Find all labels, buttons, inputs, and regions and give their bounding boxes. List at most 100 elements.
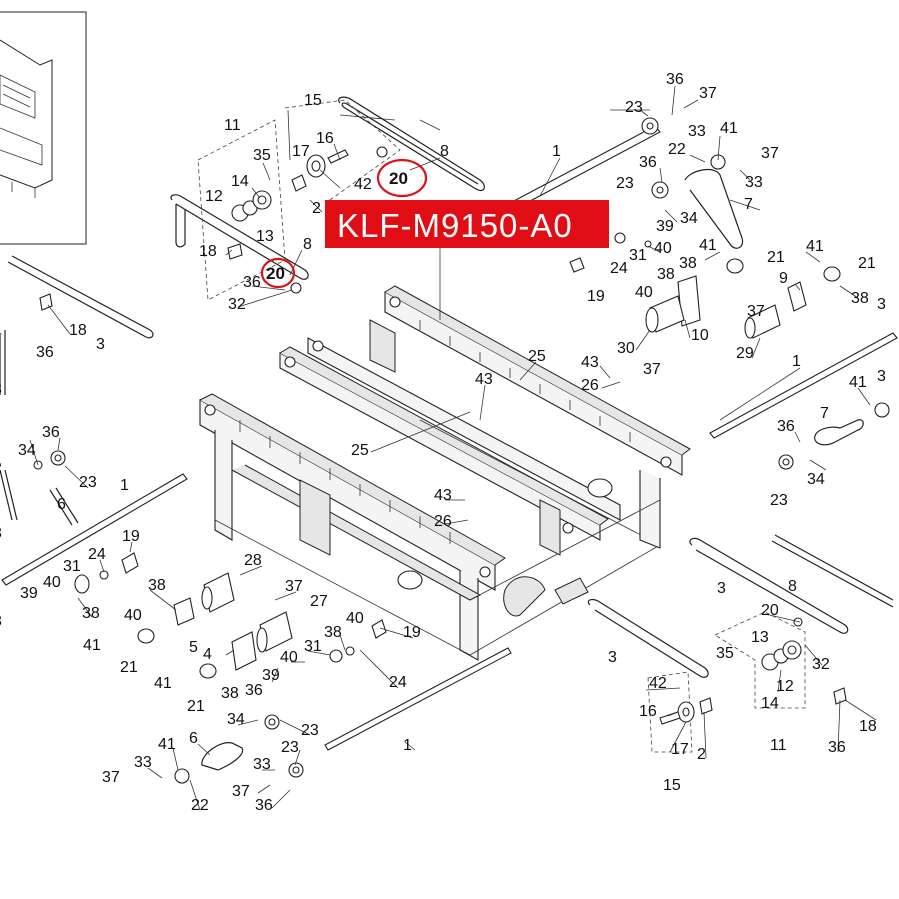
- callout-label: 5: [189, 639, 198, 656]
- callout-label: 38: [657, 266, 675, 283]
- callout-label: 3: [0, 613, 2, 630]
- callout-label: 7: [744, 196, 753, 213]
- callout-label: 18: [859, 718, 877, 735]
- callout-label: 23: [301, 722, 319, 739]
- callout-label: 33: [688, 123, 706, 140]
- callout-label: 24: [610, 260, 628, 277]
- belts: [0, 96, 894, 678]
- callout-label: 31: [304, 638, 322, 655]
- callout-label: 42: [354, 176, 372, 193]
- callout-label: 3: [877, 368, 886, 385]
- callout-label: 36: [777, 418, 795, 435]
- callout-label: 2: [697, 746, 706, 763]
- callout-label: 4: [0, 324, 2, 341]
- callout-label: 12: [205, 188, 223, 205]
- callout-label: 38: [851, 290, 869, 307]
- drive-group-mid-right: [778, 402, 890, 470]
- shafts: [1, 125, 898, 751]
- callout-label: 22: [191, 797, 209, 814]
- model-banner: KLF-M9150-A0: [325, 200, 609, 248]
- callout-label: 23: [770, 492, 788, 509]
- callout-label: 38: [679, 255, 697, 272]
- highlight-circle-upper: [376, 158, 428, 198]
- callout-label: 7: [820, 405, 829, 422]
- callout-label: 33: [134, 754, 152, 771]
- callout-label: 20: [761, 602, 779, 619]
- drive-group-upper-right: [569, 117, 841, 339]
- callout-label: 43: [434, 487, 452, 504]
- highlight-circle-lower: [260, 257, 296, 289]
- callout-label: 18: [199, 243, 217, 260]
- callout-label: 10: [691, 327, 709, 344]
- callout-label: 14: [231, 173, 249, 190]
- callout-label: 8: [788, 578, 797, 595]
- callout-label: 19: [403, 624, 421, 641]
- callout-label: 23: [79, 474, 97, 491]
- banner-text: KLF-M9150-A0: [337, 207, 573, 244]
- callout-label: 42: [649, 675, 667, 692]
- callout-label: 6: [189, 730, 198, 747]
- callout-label: 24: [88, 546, 106, 563]
- callout-label: 34: [227, 711, 245, 728]
- callout-label: 1: [792, 353, 801, 370]
- callout-label: 36: [245, 682, 263, 699]
- callout-label: 3: [717, 580, 726, 597]
- callout-label: 23: [625, 99, 643, 116]
- callout-label: 36: [42, 424, 60, 441]
- callout-label: 37: [747, 303, 765, 320]
- callout-label: 34: [680, 210, 698, 227]
- callout-label: 34: [807, 471, 825, 488]
- highlight-circles: 20 20: [260, 158, 428, 289]
- callout-label: 18: [69, 322, 87, 339]
- callout-label: 28: [244, 552, 262, 569]
- callout-label: 21: [767, 249, 785, 266]
- callout-label: 38: [324, 624, 342, 641]
- callout-label: 1: [552, 143, 561, 160]
- callout-label: 31: [629, 247, 647, 264]
- callout-label: 33: [745, 174, 763, 191]
- callout-label: 27: [310, 593, 328, 610]
- callout-label: 36: [255, 797, 273, 814]
- callout-label: 8: [440, 143, 449, 160]
- callout-label: 25: [528, 348, 546, 365]
- callout-label: 37: [643, 361, 661, 378]
- callout-label: 19: [122, 528, 140, 545]
- callout-label: 8: [303, 236, 312, 253]
- callout-label: 17: [671, 741, 689, 758]
- callout-label: 3: [608, 649, 617, 666]
- callout-label: 40: [654, 240, 672, 257]
- main-frame-assembly: [199, 285, 691, 661]
- callout-label: 35: [253, 147, 271, 164]
- callout-label: 2: [312, 200, 321, 217]
- callout-label: 6: [57, 496, 66, 513]
- callout-label: 15: [304, 92, 322, 109]
- callout-label: 2: [0, 460, 2, 477]
- callout-label: 19: [587, 288, 605, 305]
- callout-label: 43: [581, 354, 599, 371]
- callout-label: 26: [581, 377, 599, 394]
- callout-label: 41: [699, 237, 717, 254]
- highlight-label-lower: 20: [266, 264, 285, 283]
- callout-label: 39: [656, 218, 674, 235]
- callout-label: 16: [316, 130, 334, 147]
- callout-label: 36: [666, 71, 684, 88]
- callout-label: 31: [63, 558, 81, 575]
- highlight-label-upper: 20: [389, 169, 408, 188]
- callout-label: 21: [858, 255, 876, 272]
- callout-label: 40: [124, 607, 142, 624]
- callout-label: 3: [96, 336, 105, 353]
- callout-label: 12: [776, 678, 794, 695]
- callout-label: 41: [158, 736, 176, 753]
- callout-label: 22: [668, 141, 686, 158]
- callout-label: 32: [812, 656, 830, 673]
- callout-label: 25: [351, 442, 369, 459]
- callout-label: 41: [849, 374, 867, 391]
- callout-label: 41: [83, 637, 101, 654]
- leader-lines: [29, 85, 877, 811]
- callout-label: 17: [292, 143, 310, 160]
- callout-label: 13: [751, 629, 769, 646]
- callout-label: 41: [720, 120, 738, 137]
- callout-label: 4: [203, 646, 212, 663]
